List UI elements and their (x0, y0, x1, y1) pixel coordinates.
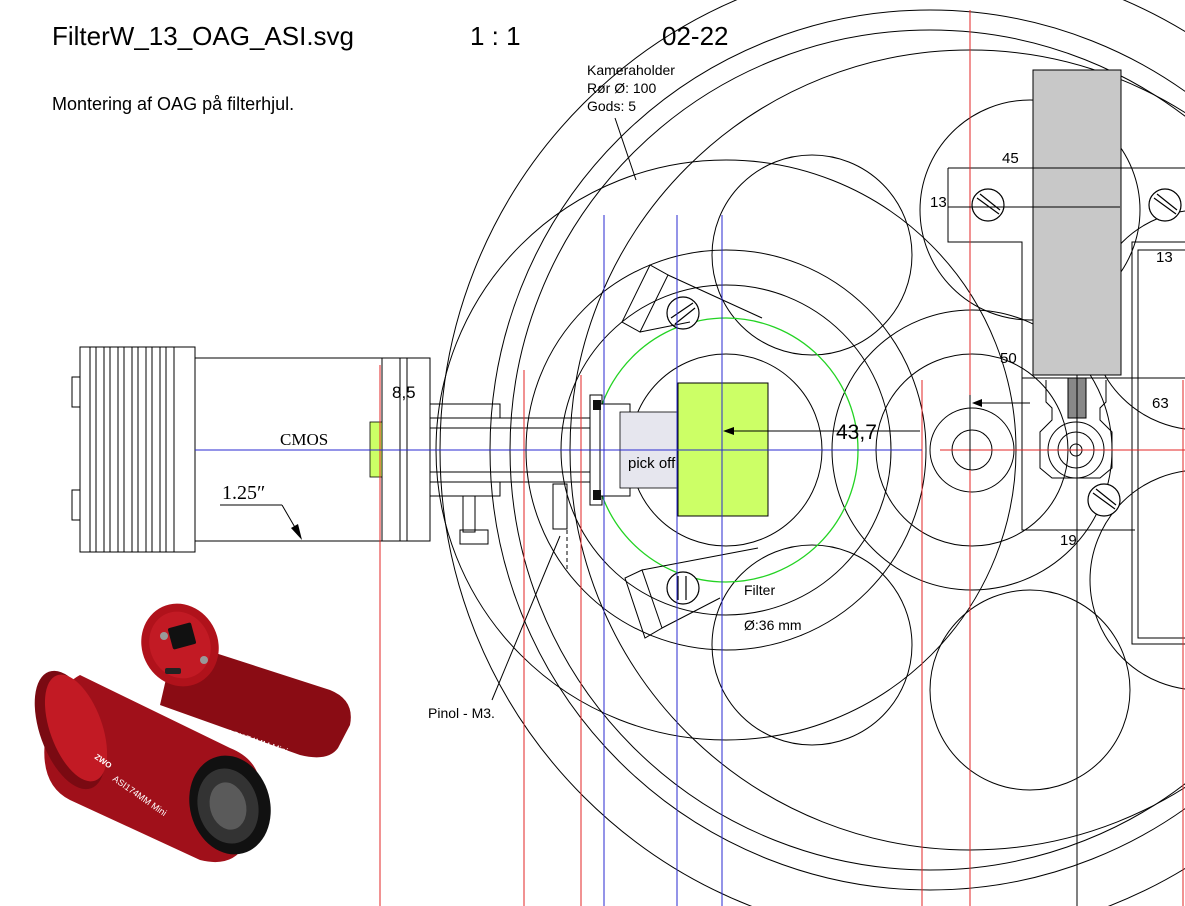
filter-wheel-circles (435, 0, 1185, 906)
dim-63: 63 (1152, 395, 1169, 412)
nosepiece-leader (220, 504, 301, 537)
pin-callout: Pinol - M3. (428, 535, 561, 721)
pick-off-label: pick off (628, 455, 676, 472)
filter-clips (621, 264, 763, 639)
cmos-label: CMOS (280, 430, 328, 449)
camera-front: ASI174MM Mini ZWO (34, 670, 271, 863)
dim-8-5: 8,5 (392, 383, 416, 402)
nosepiece-label: 1.25″ (222, 482, 265, 504)
callout-line-2: Rør Ø: 100 (587, 80, 656, 96)
dim-arrow-icon (723, 427, 734, 435)
filter-size-label: Ø:36 mm (744, 617, 802, 633)
dimension-lines (725, 206, 1120, 470)
dim-19: 19 (1060, 532, 1077, 549)
camera-back: ASI174MM Mini ZWO (141, 603, 351, 758)
pin-label: Pinol - M3. (428, 705, 495, 721)
dim-45: 45 (1002, 150, 1019, 167)
dim-13-right: 13 (1156, 249, 1173, 266)
callout-line-1: Kameraholder (587, 62, 675, 78)
camera-holder-block (947, 69, 1185, 645)
camera-holder-callout: Kameraholder Rør Ø: 100 Gods: 5 (587, 62, 675, 181)
drawing-scale: 1 : 1 (470, 21, 521, 51)
filter-label: Filter (744, 582, 775, 598)
drawing-subtitle: Montering af OAG på filterhjul. (52, 94, 294, 114)
leader-arrow-icon (291, 524, 302, 540)
camera-photo: ASI174MM Mini ZWO ASI174MM Mini ZWO (34, 603, 351, 863)
dim-13-left: 13 (930, 194, 947, 211)
dim-arrow-icon-2 (972, 399, 982, 407)
screw-icons (666, 188, 1182, 605)
dim-50: 50 (1000, 350, 1017, 367)
file-name: FilterW_13_OAG_ASI.svg (52, 21, 354, 51)
blue-guide-lines (195, 215, 922, 906)
dim-43-7: 43,7 (836, 421, 877, 444)
callout-line-3: Gods: 5 (587, 98, 636, 114)
drawing-date: 02-22 (662, 21, 729, 51)
camera-body-drawing (71, 346, 591, 572)
